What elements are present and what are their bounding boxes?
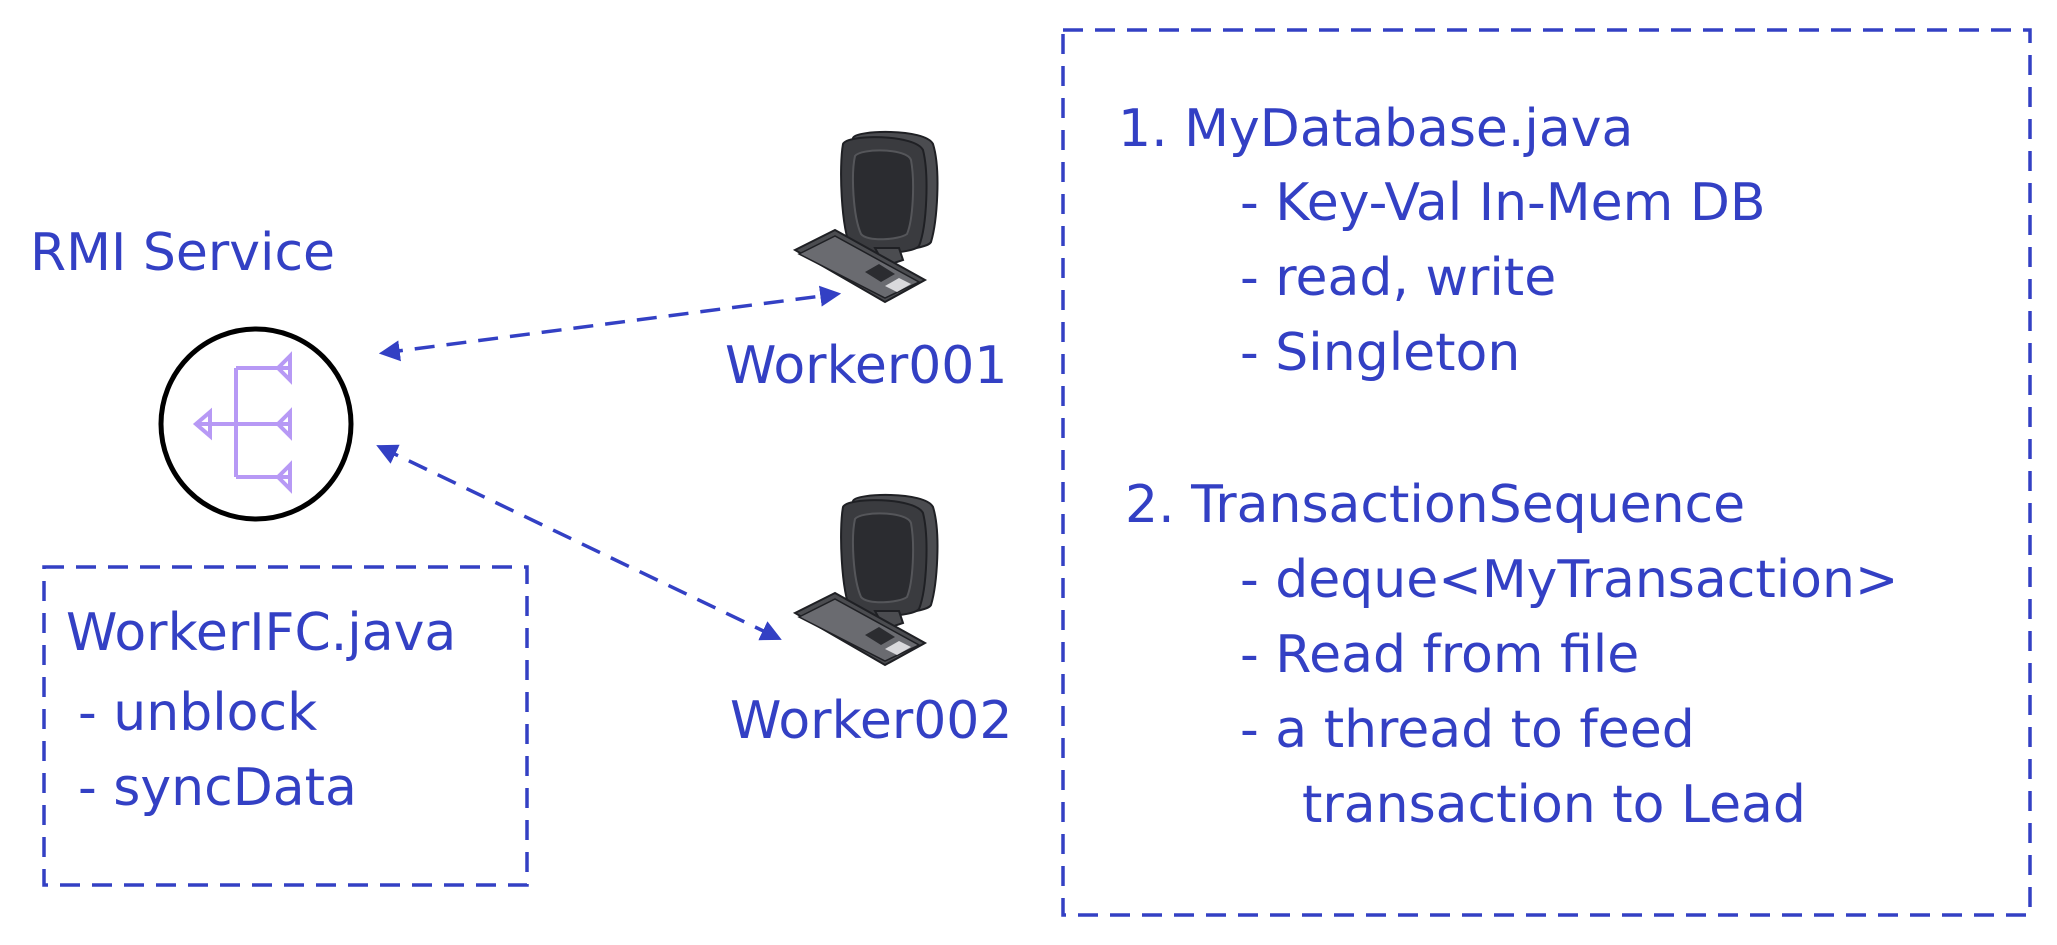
notes-item: - Read from file xyxy=(1240,625,1639,685)
notes-item: - deque<MyTransaction> xyxy=(1240,550,1899,610)
notes-item: - read, write xyxy=(1240,248,1556,308)
computer-icon[interactable] xyxy=(794,130,939,303)
interface-item: - syncData xyxy=(78,758,357,818)
arrow-rmi-worker002 xyxy=(376,444,782,641)
interface-item: - unblock xyxy=(78,683,317,743)
computer-icon[interactable] xyxy=(794,493,939,666)
notes-heading-transactionsequence: 2. TransactionSequence xyxy=(1125,475,1745,535)
rmi-service-node[interactable] xyxy=(158,326,354,522)
interface-box-border xyxy=(42,565,529,887)
rmi-service-label: RMI Service xyxy=(30,223,335,283)
notes-item: transaction to Lead xyxy=(1302,775,1806,835)
notes-box-border xyxy=(1061,28,2032,917)
fan-out-arrows-icon xyxy=(192,351,292,494)
worker001-label: Worker001 xyxy=(725,336,1007,396)
notes-item: - Key-Val In-Mem DB xyxy=(1240,173,1766,233)
arrow-rmi-worker001 xyxy=(378,285,842,362)
interface-title: WorkerIFC.java xyxy=(66,603,456,663)
notes-item: - a thread to feed xyxy=(1240,700,1695,760)
worker002-label: Worker002 xyxy=(730,691,1012,751)
notes-item: - Singleton xyxy=(1240,323,1520,383)
notes-heading-mydatabase: 1. MyDatabase.java xyxy=(1118,99,1633,159)
